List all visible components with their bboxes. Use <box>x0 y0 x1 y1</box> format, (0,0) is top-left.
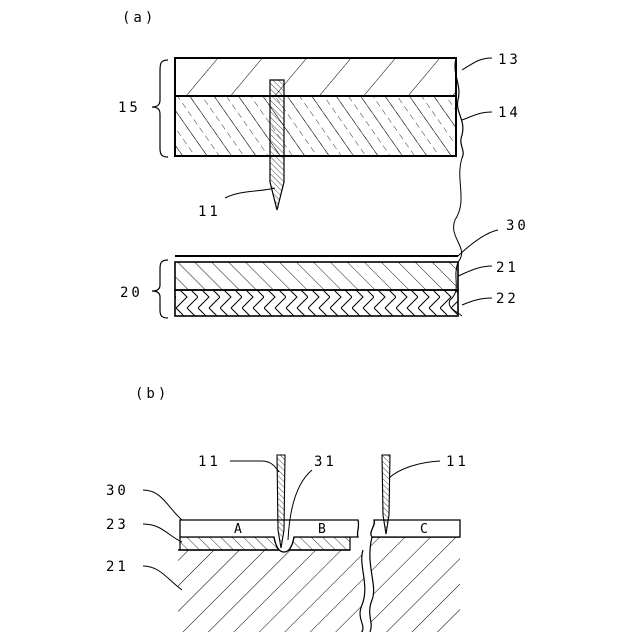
layer-14-dashes <box>175 96 456 156</box>
label-13: 13 <box>498 52 521 68</box>
label-31: 31 <box>314 454 337 470</box>
panel-a: (a) 15 20 13 14 11 30 <box>118 10 529 318</box>
region-a: A <box>234 522 242 537</box>
region-b: B <box>318 522 326 537</box>
label-30-b: 30 <box>106 483 129 499</box>
panel-a-caption: (a) <box>122 10 156 26</box>
leader-21 <box>458 266 492 276</box>
substrate-21-right <box>370 537 460 632</box>
panel-b-caption: (b) <box>135 386 169 402</box>
label-11: 11 <box>198 204 221 220</box>
substrate-21-left <box>178 550 365 632</box>
bracket-15 <box>152 60 168 157</box>
leader-23 <box>143 524 182 542</box>
leader-14 <box>462 112 492 120</box>
label-22: 22 <box>496 291 519 307</box>
layer-21 <box>175 262 458 290</box>
leader-30 <box>458 230 498 256</box>
label-11-left: 11 <box>198 454 221 470</box>
needle-11-left <box>277 455 285 548</box>
break-line-middle <box>454 158 462 262</box>
needle-11 <box>270 80 284 210</box>
panel-b: (b) A B C 11 31 11 30 23 21 <box>106 386 469 632</box>
label-14: 14 <box>498 105 521 121</box>
leader-21-b <box>143 566 182 590</box>
label-15: 15 <box>118 100 141 116</box>
label-21-b: 21 <box>106 559 129 575</box>
leader-13 <box>462 58 492 70</box>
bracket-20 <box>152 260 168 318</box>
leader-11-right <box>389 461 440 478</box>
leader-11 <box>225 188 275 198</box>
label-21: 21 <box>496 260 519 276</box>
leader-22 <box>462 298 492 305</box>
layer-22 <box>175 290 458 316</box>
region-c: C <box>420 522 428 537</box>
leader-11-left <box>230 461 279 472</box>
label-23: 23 <box>106 517 129 533</box>
layer-13 <box>175 58 456 96</box>
layer-23 <box>180 537 350 552</box>
label-20: 20 <box>120 285 143 301</box>
label-11-right: 11 <box>446 454 469 470</box>
label-30: 30 <box>506 218 529 234</box>
leader-30-b <box>143 490 182 520</box>
